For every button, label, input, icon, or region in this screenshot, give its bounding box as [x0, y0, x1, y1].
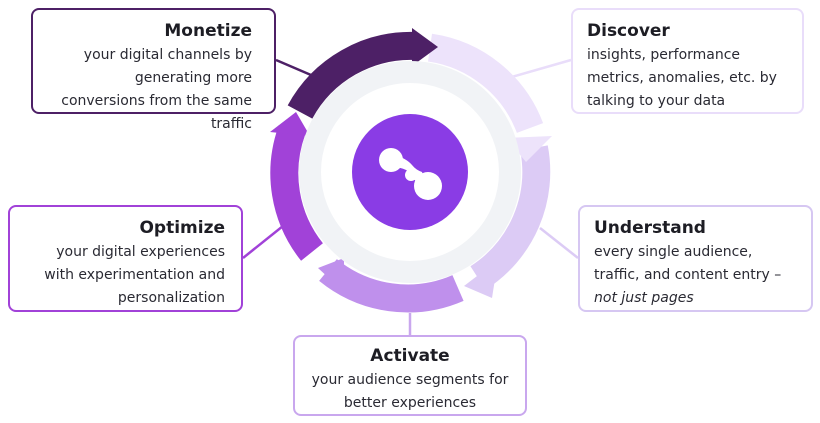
arrowhead-understand — [464, 260, 498, 298]
arrowhead-discover — [506, 136, 552, 162]
card-monetize: Monetize your digital channels by genera… — [31, 8, 276, 132]
card-understand-title: Understand — [594, 218, 706, 238]
cycle-ring — [270, 31, 551, 313]
card-discover-body: insights, performance metrics, anomalies… — [587, 47, 777, 109]
connector-understand — [539, 227, 579, 259]
card-understand-body-text: every single audience, traffic, and cont… — [594, 244, 782, 283]
card-activate-title: Activate — [370, 346, 450, 366]
ring-segment-monetize — [287, 31, 417, 119]
arrowhead-activate — [318, 258, 344, 292]
ring-segment-discover — [427, 33, 544, 134]
card-activate-body: your audience segments for better experi… — [311, 372, 509, 411]
card-optimize-title: Optimize — [139, 218, 225, 238]
card-understand-body: every single audience, traffic, and cont… — [594, 241, 797, 310]
arrowhead-optimize — [270, 112, 310, 136]
card-monetize-title: Monetize — [164, 21, 252, 41]
card-activate: Activate your audience segments for bett… — [293, 335, 527, 416]
linked-nodes-logo-icon — [379, 148, 442, 200]
card-optimize-body: your digital experiences with experiment… — [44, 244, 225, 306]
card-understand-body-emphasis: not just pages — [594, 290, 694, 306]
connector-discover — [507, 58, 572, 80]
card-discover-title: Discover — [587, 21, 670, 41]
card-optimize: Optimize your digital experiences with e… — [8, 205, 243, 312]
card-monetize-body: your digital channels by generating more… — [61, 47, 252, 132]
card-understand: Understand every single audience, traffi… — [578, 205, 813, 312]
card-discover: Discover insights, performance metrics, … — [571, 8, 804, 114]
inner-ring — [299, 61, 521, 283]
ring-segment-optimize — [270, 125, 324, 261]
arrowhead-monetize — [412, 28, 438, 66]
connector-optimize — [242, 221, 289, 259]
